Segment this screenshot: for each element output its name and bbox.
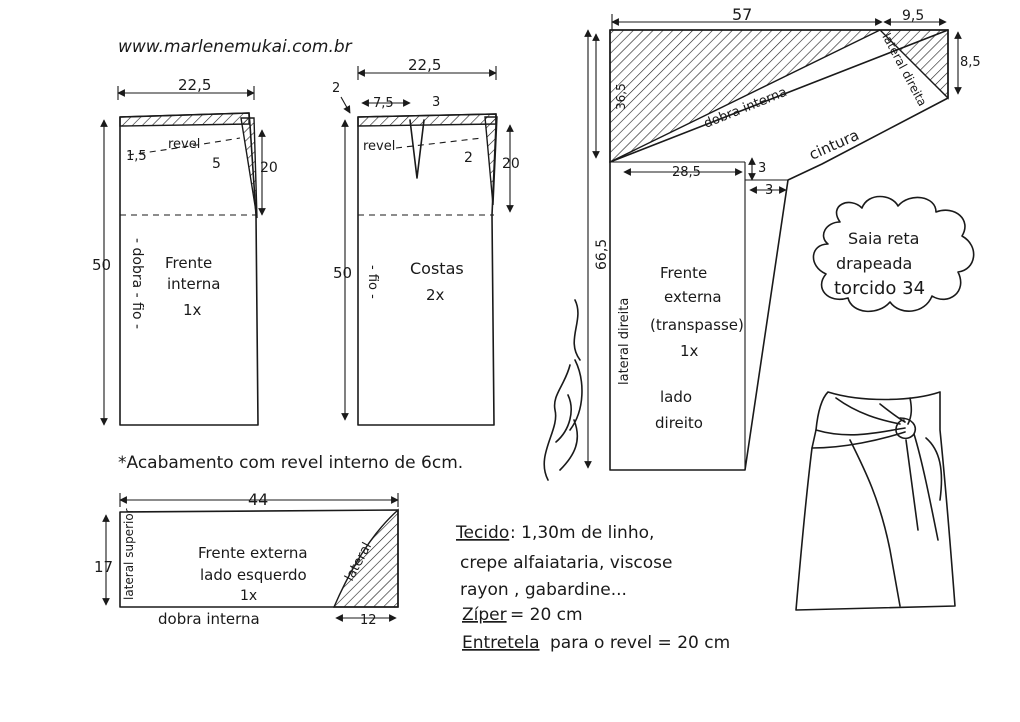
front-ext-right-length: 66,5 [594,239,610,270]
skirt-sketch [795,391,956,611]
front-inner-name: Frente [165,254,212,272]
back-dart-width: 3 [432,95,440,110]
back-length: 50 [333,264,352,282]
front-inner-piece: 22,5 1,5 revel 5 20 50 - dobra - fio - F… [92,76,278,426]
finish-note: *Acabamento com revel interno de 6cm. [118,453,463,473]
front-ext-left-name2: lado esquerdo [200,566,307,584]
front-ext-left-side-label: lateral superior [122,508,136,600]
front-ext-right-top-width: 57 [732,5,752,24]
back-name: Costas [410,259,464,278]
front-ext-right-name: Frente [660,264,707,282]
front-inner-dart-length: 20 [260,160,278,176]
title-cloud: Saia reta drapeada torcido 34 [812,195,975,313]
title-line-1: Saia reta [848,229,919,248]
front-inner-fold-label: - dobra - fio - [129,238,145,329]
fabric-line-2: crepe alfaiataria, viscose [460,553,672,573]
back-waist-rise: 2 [332,81,340,96]
front-ext-right-diag-height: 36,5 [614,83,628,110]
front-inner-facing: revel [168,137,200,152]
front-inner-name2: interna [167,275,220,293]
front-ext-right-inner-width: 28,5 [672,165,701,180]
fabric-line-3: rayon , gabardine... [460,580,627,600]
front-ext-left-qty: 1x [240,588,257,604]
front-ext-left-fold: dobra interna [158,610,260,628]
back-side-curve: 2 [464,150,473,166]
back-width: 22,5 [408,56,441,74]
front-inner-dart-width: 5 [212,156,221,172]
front-ext-right-side-left: lateral direita [617,298,632,385]
front-ext-left-name: Frente externa [198,544,308,562]
back-piece: 22,5 2 7,5 3 revel 2 20 50 - fio - Costa… [332,56,520,426]
materials: Tecido : 1,30m de linho, crepe alfaiatar… [455,523,730,653]
title-line-2: drapeada [836,254,912,273]
website-url: www.marlenemukai.com.br [118,37,353,57]
title-line-3: torcido 34 [834,278,925,299]
front-ext-right-qty: 1x [680,342,699,360]
front-inner-length: 50 [92,256,111,274]
front-ext-right-height: 8,5 [960,55,981,70]
front-ext-right-top-right: 9,5 [902,8,924,24]
fabric-label: Tecido [455,523,509,543]
front-ext-right-name3: (transpasse) [650,316,744,334]
back-facing: revel [363,139,395,154]
front-ext-left-height: 17 [94,558,113,576]
front-external-left-piece: 44 17 lateral superior lateral Frente ex… [94,490,399,628]
back-qty: 2x [426,286,445,304]
front-ext-left-curve-width: 12 [360,613,377,628]
front-ext-right-side2: direito [655,414,703,432]
zipper-value: = 20 cm [510,605,583,625]
front-inner-qty: 1x [183,301,202,319]
front-external-right-piece: 57 9,5 8,5 36,5 dobra interna lateral di… [584,5,981,471]
back-dart-length: 20 [502,156,520,172]
fabric-line-1: : 1,30m de linho, [510,523,654,543]
zipper-label: Zíper [462,605,507,625]
interfacing-label: Entretela [462,633,540,653]
front-ext-right-step-b: 3 [765,183,773,198]
back-grain: - fio - [365,265,380,299]
front-ext-left-width: 44 [248,490,268,509]
interfacing-value: para o revel = 20 cm [550,633,730,653]
front-ext-right-side: lado [660,388,692,406]
signature [543,299,583,481]
front-inner-width: 22,5 [178,76,211,94]
front-ext-right-step-a: 3 [758,161,766,176]
front-ext-right-name2: externa [664,288,722,306]
front-inner-facing-depth: 1,5 [126,149,147,164]
